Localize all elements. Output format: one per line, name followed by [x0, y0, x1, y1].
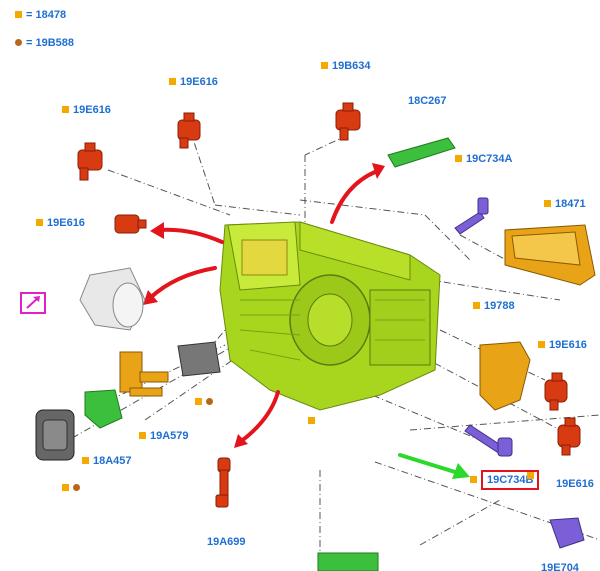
legend-dot-code: 19B588 [35, 37, 75, 49]
part-label[interactable]: 19E616 [36, 217, 85, 230]
part-label[interactable]: 19A699 [207, 536, 246, 548]
part-label[interactable]: 18471 [544, 198, 586, 211]
square-marker-icon [82, 457, 89, 464]
square-marker-icon [544, 200, 551, 207]
part-label[interactable]: 19E616 [538, 339, 587, 352]
actuator-right-lower [557, 417, 581, 456]
legend-square-code: 18478 [35, 9, 67, 21]
part-label[interactable]: 19A579 [139, 430, 189, 443]
sensors [454, 197, 585, 549]
magnify-detail-icon[interactable] [20, 292, 46, 314]
orange-brackets [119, 224, 596, 411]
square-marker-icon [139, 432, 146, 439]
main-hvac-housing [219, 221, 441, 411]
dot-marker-icon [15, 39, 22, 46]
legend-square-entry: = 18478 [15, 9, 66, 21]
actuator-rod [215, 457, 231, 508]
square-marker-icon [15, 11, 22, 18]
square-marker-icon [195, 398, 202, 405]
square-marker-icon [308, 417, 315, 424]
actuator-blend [335, 102, 361, 141]
gray-parts [35, 267, 221, 461]
part-label[interactable]: 19C734A [455, 153, 512, 166]
square-marker-icon [473, 302, 480, 309]
part-label[interactable]: 19B634 [321, 60, 371, 73]
part-label[interactable]: 19E616 [62, 104, 111, 117]
part-label[interactable]: 19E616 [169, 76, 218, 89]
part-label[interactable]: 19E616 [556, 478, 594, 490]
square-marker-icon [62, 106, 69, 113]
square-marker-icon [62, 484, 69, 491]
assembly-direction-arrows [148, 170, 377, 444]
highlight-box: 19C734B [481, 470, 540, 490]
green-bottom-part [317, 552, 379, 571]
green-arrow [398, 453, 470, 479]
square-marker-icon [321, 62, 328, 69]
square-marker-icon [470, 476, 477, 483]
square-marker-icon [169, 78, 176, 85]
actuators [77, 102, 581, 508]
actuator-left-middle [114, 214, 147, 234]
part-label-highlighted[interactable]: 19C734B [470, 470, 540, 490]
dot-marker-icon [73, 484, 80, 491]
green-bar-part [387, 137, 456, 168]
dot-marker-icon [206, 398, 213, 405]
part-label[interactable]: 18C267 [408, 95, 447, 107]
actuator-top [177, 112, 201, 149]
actuator-left-top [77, 142, 103, 181]
green-clip [84, 389, 123, 429]
square-marker-icon [36, 219, 43, 226]
legend-dot-entry: = 19B588 [15, 37, 74, 49]
part-label[interactable]: 19788 [473, 300, 515, 313]
square-marker-icon [538, 341, 545, 348]
part-label[interactable]: 19E704 [541, 562, 579, 571]
actuator-right-upper [544, 372, 568, 411]
square-marker-icon [455, 155, 462, 162]
square-marker-icon [527, 472, 534, 479]
part-label[interactable]: 18A457 [82, 455, 132, 468]
